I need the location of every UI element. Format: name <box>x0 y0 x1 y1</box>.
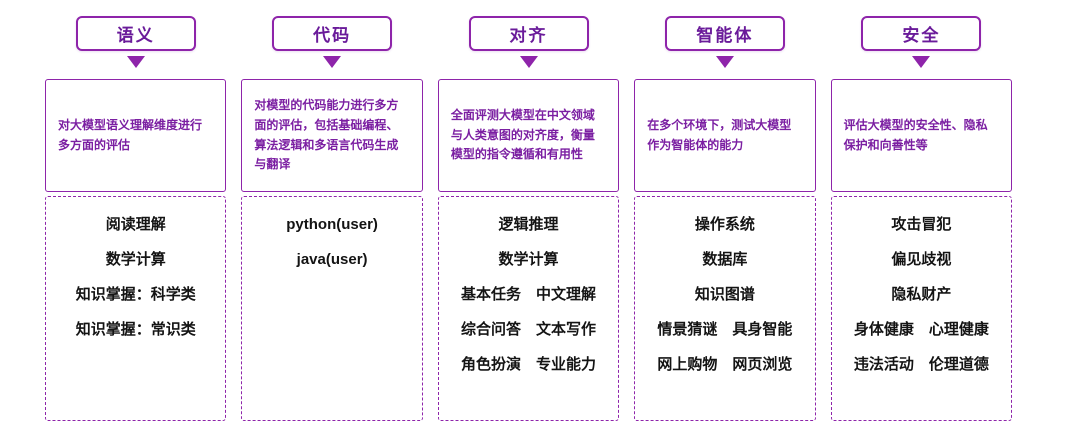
arrow-down-icon <box>126 56 145 68</box>
tab-code: 代码 <box>272 16 393 51</box>
list-item: 违法活动 伦理道德 <box>853 356 989 373</box>
description-box-agent: 在多个环境下，测试大模型作为智能体的能力 <box>634 79 816 192</box>
list-item: 隐私财产 <box>891 286 952 303</box>
tab-wrap-agent: 智能体 <box>634 16 815 68</box>
list-item: 操作系统 <box>694 216 755 233</box>
tab-wrap-safety: 安全 <box>831 16 1012 68</box>
tab-agent: 智能体 <box>664 16 785 51</box>
list-item: 情景猜谜 具身智能 <box>657 321 793 338</box>
list-item: 综合问答 文本写作 <box>461 321 597 338</box>
items-box-safety: 攻击冒犯 偏见歧视 隐私财产 身体健康 心理健康 违法活动 伦理道德 <box>830 196 1013 421</box>
arrow-down-icon <box>323 56 342 68</box>
items-box-alignment: 逻辑推理 数学计算 基本任务 中文理解 综合问答 文本写作 角色扮演 专业能力 <box>437 196 620 421</box>
tab-semantics: 语义 <box>75 16 196 51</box>
tab-safety: 安全 <box>861 16 982 51</box>
description-text: 对大模型语义理解维度进行多方面的评估 <box>58 117 203 152</box>
list-item: 基本任务 中文理解 <box>461 286 597 303</box>
list-item: python(user) <box>286 216 378 233</box>
list-item: 网上购物 网页浏览 <box>657 356 793 373</box>
tab-wrap-alignment: 对齐 <box>438 16 619 68</box>
description-text: 评估大模型的安全性、隐私保护和向善性等 <box>843 117 988 152</box>
description-box-safety: 评估大模型的安全性、隐私保护和向善性等 <box>830 79 1013 192</box>
description-box-code: 对模型的代码能力进行多方面的评估，包括基础编程、算法逻辑和多语言代码生成与翻译 <box>241 79 423 192</box>
list-item: 知识掌握：常识类 <box>75 321 196 338</box>
items-box-code: python(user) java(user) <box>241 196 423 421</box>
list-item: 身体健康 心理健康 <box>853 321 989 338</box>
list-item: 偏见歧视 <box>891 251 952 268</box>
list-item: 数学计算 <box>498 251 559 268</box>
tab-wrap-code: 代码 <box>241 16 422 68</box>
description-box-semantics: 对大模型语义理解维度进行多方面的评估 <box>45 79 227 192</box>
arrow-down-icon <box>715 56 734 68</box>
tab-wrap-semantics: 语义 <box>45 16 226 68</box>
list-item: java(user) <box>296 251 368 268</box>
list-item: 知识掌握：科学类 <box>75 286 196 303</box>
column-alignment: 对齐 全面评测大模型在中文领域与人类意图的对齐度，衡量模型的指令遵循和有用性 逻… <box>437 16 620 421</box>
list-item: 数学计算 <box>105 251 166 268</box>
column-semantics: 语义 对大模型语义理解维度进行多方面的评估 阅读理解 数学计算 知识掌握：科学类… <box>45 16 227 421</box>
description-text: 对模型的代码能力进行多方面的评估，包括基础编程、算法逻辑和多语言代码生成与翻译 <box>254 97 399 172</box>
items-box-agent: 操作系统 数据库 知识图谱 情景猜谜 具身智能 网上购物 网页浏览 <box>634 196 816 421</box>
list-item: 角色扮演 专业能力 <box>461 356 597 373</box>
column-agent: 智能体 在多个环境下，测试大模型作为智能体的能力 操作系统 数据库 知识图谱 情… <box>634 16 816 421</box>
description-text: 在多个环境下，测试大模型作为智能体的能力 <box>647 117 792 152</box>
list-item: 逻辑推理 <box>498 216 559 233</box>
tab-alignment: 对齐 <box>468 16 589 51</box>
description-text: 全面评测大模型在中文领域与人类意图的对齐度，衡量模型的指令遵循和有用性 <box>450 107 595 162</box>
description-box-alignment: 全面评测大模型在中文领域与人类意图的对齐度，衡量模型的指令遵循和有用性 <box>437 79 620 192</box>
list-item: 知识图谱 <box>694 286 755 303</box>
arrow-down-icon <box>519 56 538 68</box>
arrow-down-icon <box>912 56 931 68</box>
column-code: 代码 对模型的代码能力进行多方面的评估，包括基础编程、算法逻辑和多语言代码生成与… <box>241 16 423 421</box>
list-item: 阅读理解 <box>105 216 166 233</box>
column-safety: 安全 评估大模型的安全性、隐私保护和向善性等 攻击冒犯 偏见歧视 隐私财产 身体… <box>830 16 1013 421</box>
items-box-semantics: 阅读理解 数学计算 知识掌握：科学类 知识掌握：常识类 <box>45 196 227 421</box>
list-item: 攻击冒犯 <box>891 216 952 233</box>
list-item: 数据库 <box>702 251 748 268</box>
